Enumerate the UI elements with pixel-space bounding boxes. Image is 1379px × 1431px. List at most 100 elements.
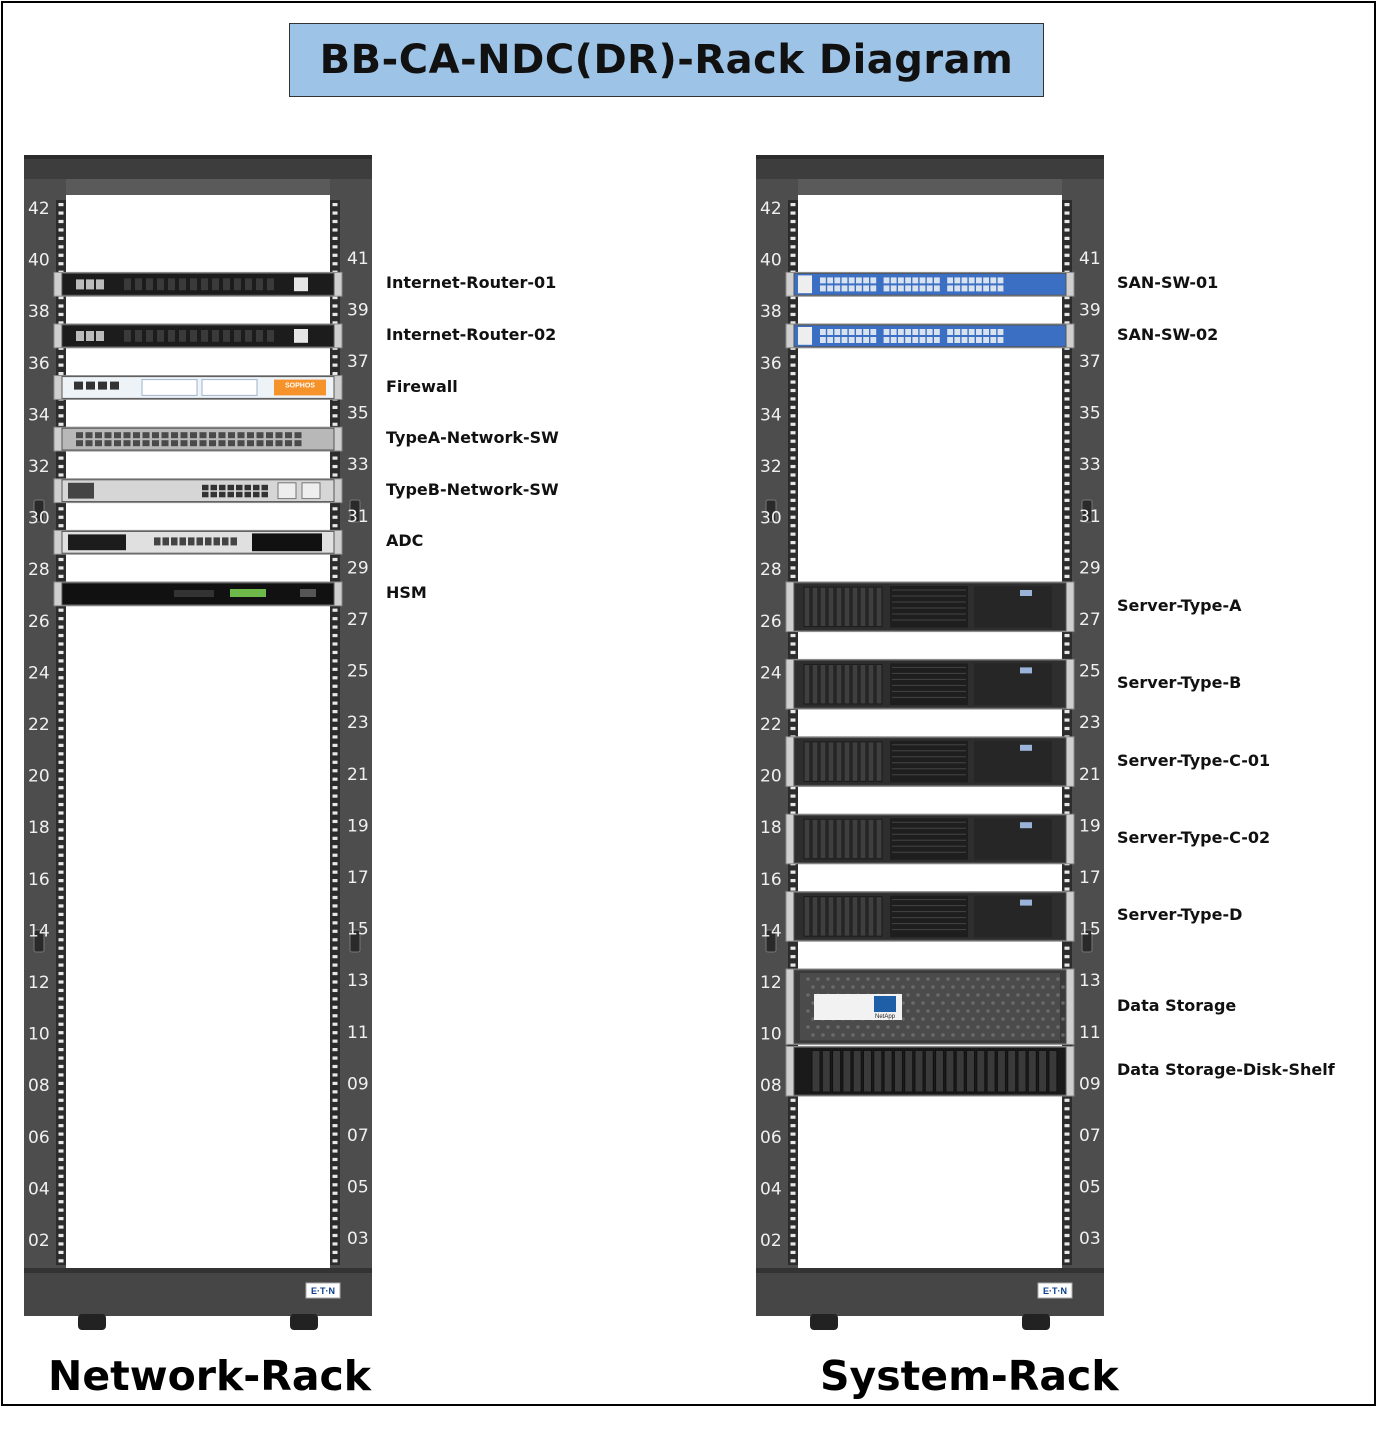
firewall-panel xyxy=(201,379,258,396)
storage-grille-dot xyxy=(851,985,855,989)
rail-hole xyxy=(58,203,64,207)
rack-unit-number: 29 xyxy=(1079,558,1101,578)
rail-hole xyxy=(790,507,796,511)
rail-hole xyxy=(790,203,796,207)
switch-port xyxy=(199,440,207,447)
switch-port xyxy=(294,432,302,439)
rack-top-edge xyxy=(756,155,1104,159)
rail-hole xyxy=(58,1031,64,1035)
rail-hole xyxy=(58,574,64,578)
rail-hole xyxy=(332,794,338,798)
rail-hole xyxy=(58,1242,64,1246)
rail-hole xyxy=(790,380,796,384)
storage-grille-dot xyxy=(1036,1025,1040,1029)
switch-port xyxy=(210,491,217,498)
rail-hole xyxy=(58,1107,64,1111)
rail-hole xyxy=(790,219,796,224)
router-vent xyxy=(168,278,175,291)
rail-hole xyxy=(332,862,338,866)
rail-hole xyxy=(58,312,64,317)
storage-grille-dot xyxy=(1051,985,1055,989)
storage-grille-dot xyxy=(871,985,875,989)
rail-hole xyxy=(332,363,338,367)
disk-shelf-drive xyxy=(811,1049,821,1093)
rail-hole xyxy=(332,828,338,832)
rail-hole xyxy=(58,363,64,367)
router-vent xyxy=(190,330,197,342)
server-vent xyxy=(890,586,968,628)
rail-hole xyxy=(332,633,338,638)
rack-unit-number: 17 xyxy=(347,868,369,888)
rail-hole xyxy=(790,245,796,249)
storage-grille-dot xyxy=(1011,1033,1015,1037)
storage-grille-dot xyxy=(936,993,940,997)
storage-grille-dot xyxy=(926,993,930,997)
rack-unit-number: 39 xyxy=(1079,300,1101,320)
rack-unit-number: 41 xyxy=(1079,249,1101,269)
server-drive-bay xyxy=(827,818,835,860)
storage-grille-dot xyxy=(826,1025,830,1029)
rail-hole xyxy=(332,693,338,697)
switch-port xyxy=(253,491,260,498)
rail-hole xyxy=(790,650,796,655)
rail-hole xyxy=(1064,1140,1070,1145)
rack-left-rail xyxy=(56,200,66,1265)
storage-grille-dot xyxy=(956,1025,960,1029)
rail-hole xyxy=(790,1233,796,1238)
storage-grille-dot xyxy=(881,1033,885,1037)
switch-port xyxy=(247,432,254,439)
rail-hole xyxy=(790,355,796,359)
rail-hole xyxy=(58,414,64,418)
rail-hole xyxy=(1064,566,1070,570)
device-label: Server-Type-B xyxy=(1117,673,1242,693)
rail-hole xyxy=(58,946,64,950)
rail-hole xyxy=(790,1149,796,1153)
device-adc xyxy=(53,529,343,555)
router-vent xyxy=(135,330,142,342)
rack-unit-number: 03 xyxy=(1079,1229,1101,1249)
storage-grille-dot xyxy=(1051,1033,1055,1037)
rail-hole xyxy=(332,929,338,933)
rack-unit-number: 13 xyxy=(347,971,369,991)
server-drive-bay xyxy=(811,663,819,705)
rail-hole xyxy=(1064,481,1070,486)
rack-unit-number: 16 xyxy=(28,870,50,890)
storage-grille-dot xyxy=(826,977,830,981)
storage-grille-dot xyxy=(911,985,915,989)
rack-foot xyxy=(290,1314,318,1330)
storage-grille-dot xyxy=(1046,1025,1050,1029)
san-port xyxy=(820,277,826,284)
rail-hole xyxy=(1064,710,1070,714)
storage-grille-dot xyxy=(811,1017,815,1021)
rack-unit-number: 22 xyxy=(28,715,50,735)
storage-grille-dot xyxy=(1061,985,1065,989)
storage-grille-dot xyxy=(866,1025,870,1029)
switch-port xyxy=(190,440,197,447)
storage-grille-dot xyxy=(961,1017,965,1021)
switch-port xyxy=(152,440,159,447)
server-vent xyxy=(890,895,968,938)
rail-hole xyxy=(332,219,338,224)
rail-hole xyxy=(332,1200,338,1204)
rail-hole xyxy=(1064,1124,1070,1128)
rack-unit-number: 27 xyxy=(347,610,369,630)
post-latch xyxy=(33,499,45,523)
rail-hole xyxy=(58,701,64,705)
switch-port xyxy=(199,432,207,439)
rail-hole xyxy=(332,1081,338,1085)
rail-hole xyxy=(332,1039,338,1043)
san-port xyxy=(926,285,933,292)
rail-hole xyxy=(790,1183,796,1187)
san-port xyxy=(912,337,919,343)
san-port xyxy=(934,329,940,335)
rail-hole xyxy=(790,524,796,528)
rail-hole xyxy=(332,456,338,460)
device-server-type-a xyxy=(785,581,1075,633)
device-label: TypeA-Network-SW xyxy=(386,428,559,448)
san-port xyxy=(954,337,961,343)
rail-hole xyxy=(1064,1200,1070,1204)
server-drive-bay xyxy=(819,818,827,860)
rack-unit-number: 16 xyxy=(760,870,782,890)
rail-hole xyxy=(332,1014,338,1018)
title-banner: BB-CA-NDC(DR)-Rack Diagram xyxy=(289,23,1044,97)
